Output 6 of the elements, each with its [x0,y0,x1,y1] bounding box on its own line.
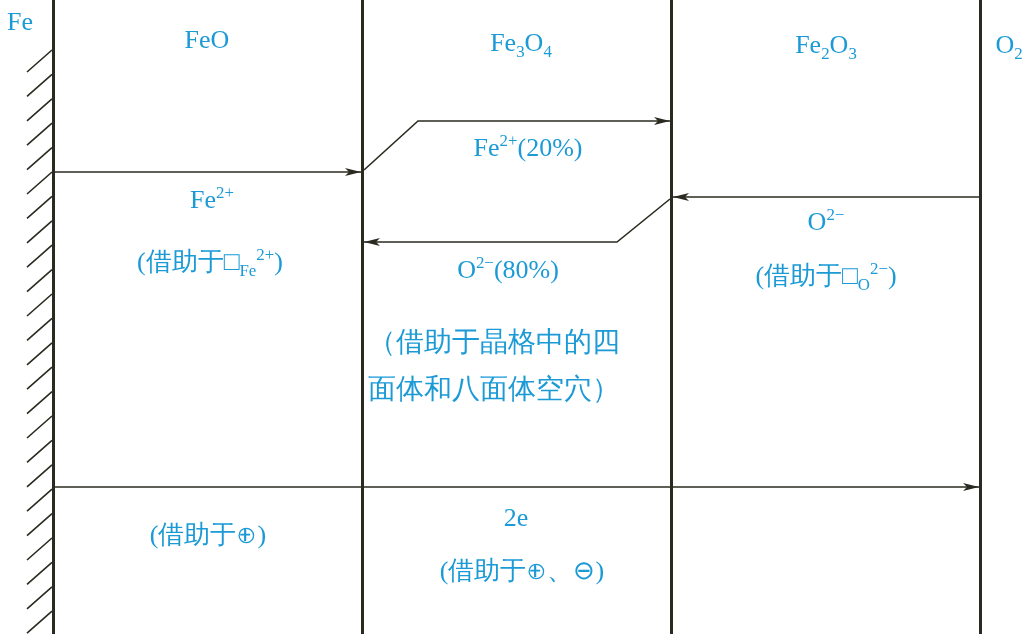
annotation-text: (借助于□$_{Fe}$$^{2+}$) [137,247,283,277]
ion-label: Fe$^{2+}$(20%) [473,133,583,163]
annotation-text: (借助于⊕、⊖) [439,556,605,586]
ion-label: O$^{2−}$(80%) [457,255,559,285]
annotation-text: (借助于□$_{O}$$^{2−}$) [755,261,897,291]
annotation-text: (借助于⊕) [149,520,267,550]
